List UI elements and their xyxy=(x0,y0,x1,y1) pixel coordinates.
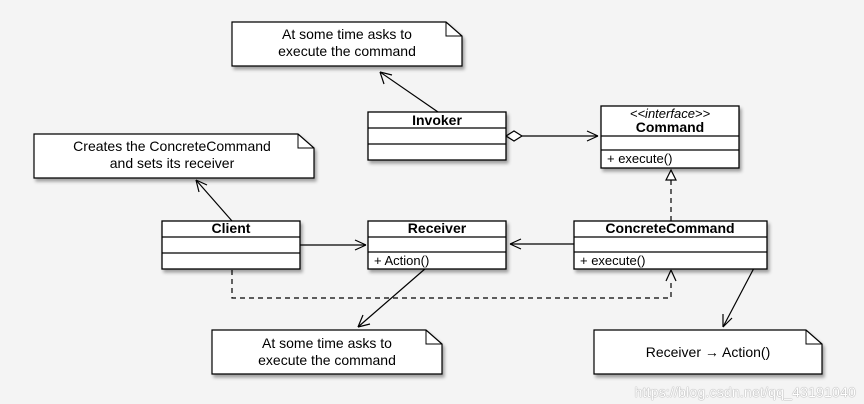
receiver-note: At some time asks to execute the command xyxy=(211,329,443,375)
class-command: <<interface>> Command + execute() xyxy=(600,105,740,169)
arrowhead-icon xyxy=(379,71,393,85)
invoker-note-line1: At some time asks to xyxy=(282,26,412,42)
concrete-command-note: Receiver → Action() xyxy=(593,329,823,375)
client-creates-link xyxy=(231,270,672,299)
client-note-line2: and sets its receiver xyxy=(110,155,235,171)
command-method: + execute() xyxy=(607,151,672,166)
command-class-name: Command xyxy=(636,119,704,135)
receiver-method: + Action() xyxy=(374,253,429,268)
class-concrete-command: ConcreteCommand + execute() xyxy=(573,220,768,270)
concrete-note-line1: Receiver → Action() xyxy=(646,344,770,360)
invoker-note-line2: execute the command xyxy=(278,43,416,59)
receiver-note-line1: At some time asks to xyxy=(262,335,392,351)
arrowhead-icon xyxy=(354,239,367,251)
class-invoker: Invoker xyxy=(367,111,507,161)
arrowhead-icon xyxy=(509,238,522,250)
invoker-note-link xyxy=(379,71,439,113)
class-receiver: Receiver + Action() xyxy=(367,220,507,270)
receiver-note-link xyxy=(357,267,427,328)
client-note-line1: Creates the ConcreteCommand xyxy=(73,138,271,154)
arrowhead-icon xyxy=(722,314,733,328)
client-class-name: Client xyxy=(212,220,251,236)
concrete-note-link xyxy=(722,267,755,328)
command-stereotype: <<interface>> xyxy=(630,106,711,121)
arrowhead-icon xyxy=(665,269,677,282)
watermark: https://blog.csdn.net/qq_43191040 xyxy=(634,384,856,400)
arrowhead-icon xyxy=(357,314,371,328)
invoker-note: At some time asks to execute the command xyxy=(231,21,463,67)
client-note: Creates the ConcreteCommand and sets its… xyxy=(33,133,315,179)
invoker-class-name: Invoker xyxy=(412,112,462,128)
concrete-command-class-name: ConcreteCommand xyxy=(605,220,734,236)
receiver-class-name: Receiver xyxy=(408,220,467,236)
class-client: Client xyxy=(161,220,301,270)
receiver-note-line2: execute the command xyxy=(258,352,396,368)
client-note-link xyxy=(195,179,233,222)
concrete-command-method: + execute() xyxy=(580,253,645,268)
arrowhead-icon xyxy=(195,179,208,193)
diamond-icon xyxy=(504,130,524,142)
hollow-triangle-icon xyxy=(665,168,677,181)
arrowhead-icon xyxy=(586,130,599,142)
